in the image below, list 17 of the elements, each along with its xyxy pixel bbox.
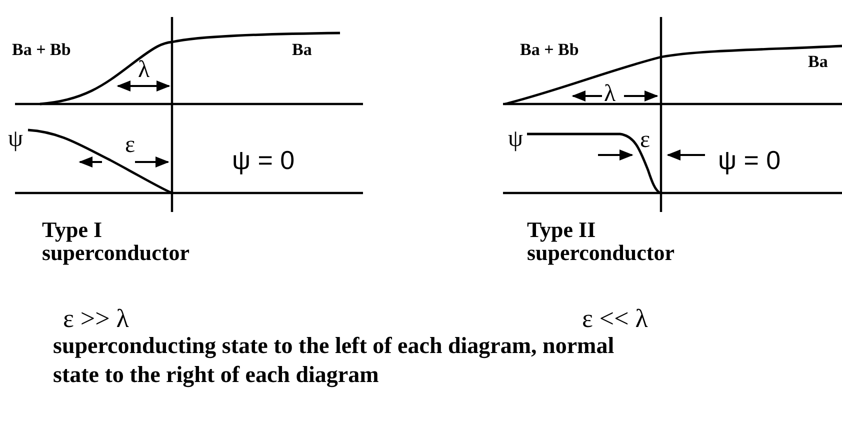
order-parameter-symbol: ψ (508, 126, 524, 152)
equation: ψ = 0 (232, 146, 295, 175)
caption: superconducting state to the left of each diagram, normal state to the right of each diagram (53, 332, 616, 390)
field-label: Ba + Bb (12, 41, 71, 60)
field-label: Ba + Bb (520, 41, 579, 60)
penetration-depth-symbol: λ (604, 81, 616, 108)
field-label: Ba (808, 53, 828, 72)
relation-text: ε >> λ (63, 305, 129, 334)
field-label: Ba (292, 41, 312, 60)
coherence-length-symbol: ε (640, 127, 650, 154)
relation-text: ε << λ (582, 305, 648, 334)
penetration-depth-symbol: λ (138, 57, 150, 84)
type-heading: Type II superconductor (527, 218, 676, 264)
coherence-length-symbol: ε (125, 132, 136, 158)
order-parameter-symbol: ψ (8, 126, 24, 152)
equation: ψ = 0 (718, 146, 781, 175)
type-heading: Type I superconductor (42, 218, 190, 264)
